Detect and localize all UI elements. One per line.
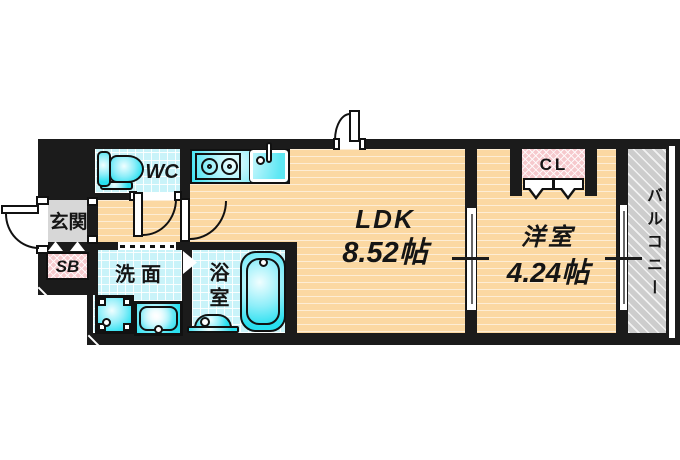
washer-pan-drain [102, 318, 111, 327]
kitchen-faucet-icon [266, 142, 272, 163]
closet-door-marker-left-fill [530, 188, 542, 196]
top-door-swing-arc [334, 113, 350, 140]
closet-area [522, 149, 585, 178]
shoe-box-label: SB [55, 257, 80, 276]
wall-bathroom-top [190, 242, 297, 250]
washroom-label: 洗面 [115, 263, 167, 286]
entrance-notch-top [87, 197, 98, 206]
kitchen-faucet-dot [256, 156, 265, 165]
stove-burner-left-center [207, 164, 212, 169]
balcony-rail-inner [669, 146, 675, 338]
top-door-opening [336, 139, 364, 149]
front-door-opening [38, 204, 48, 246]
bath-faucet-base [187, 326, 239, 333]
wall-washroom-bath [182, 250, 192, 333]
wall-entrance-right [87, 197, 98, 295]
top-door-jamb-right [359, 138, 366, 150]
ldk-label: LDK [355, 204, 415, 234]
ldk-area-label: 8.52帖 [342, 236, 428, 269]
top-door-leaf [349, 110, 360, 142]
wall-closet-left [510, 149, 522, 196]
wall-topleft-block [38, 149, 95, 200]
entrance-notch-bottom [87, 235, 98, 244]
balcony-floor [628, 149, 667, 333]
vanity-faucet-knob [154, 325, 163, 334]
toilet-bowl-icon [109, 155, 144, 183]
western-room-area-label: 4.24帖 [506, 257, 590, 288]
wall-bathroom-right [285, 250, 297, 333]
bath-faucet-knob [200, 317, 210, 327]
ldk-door-leaf [180, 198, 190, 242]
wc-door-leaf [133, 192, 143, 237]
wall-kitchen-left [180, 139, 190, 250]
stove-icon [195, 153, 241, 180]
front-door-jamb-top [36, 196, 49, 205]
closet-label: CL [539, 154, 569, 174]
wall-closet-right [585, 149, 597, 196]
closet-door-marker-right-fill [562, 188, 574, 196]
entrance-label: 玄関 [49, 211, 88, 233]
entrance-step-mark-right [70, 241, 85, 251]
tick-mark-window [605, 257, 642, 260]
stove-burner-left-icon [201, 158, 218, 175]
wc-door-jamb-right [174, 191, 182, 201]
wall-washroom-left [87, 295, 93, 333]
stove-burner-right-center [227, 164, 232, 169]
balcony-label: バルコニー [644, 186, 661, 302]
front-door-leaf [1, 205, 39, 214]
stove-burner-right-icon [221, 158, 238, 175]
wall-bottom [87, 333, 672, 345]
bathtub-inner-line [246, 258, 280, 325]
wc-label: WC [145, 161, 179, 183]
washer-pan-corner-tl [98, 298, 106, 306]
front-door-swing-arc [5, 214, 39, 249]
washroom-opening-dashes [120, 245, 174, 248]
front-door-jamb-bottom [36, 245, 49, 254]
wc-door-opening [133, 192, 179, 200]
wall-below-sb [38, 278, 87, 295]
washer-pan-corner-br [123, 323, 131, 331]
washer-pan-corner-tr [123, 298, 131, 306]
bathroom-label: 浴室 [206, 262, 228, 312]
western-room-label: 洋室 [521, 224, 575, 251]
tick-mark-sliding-door [452, 257, 489, 260]
bathtub-drain [259, 258, 268, 267]
shoe-box-area [46, 252, 89, 280]
entrance-step-mark-left [48, 241, 63, 251]
entrance-floor [48, 200, 89, 242]
